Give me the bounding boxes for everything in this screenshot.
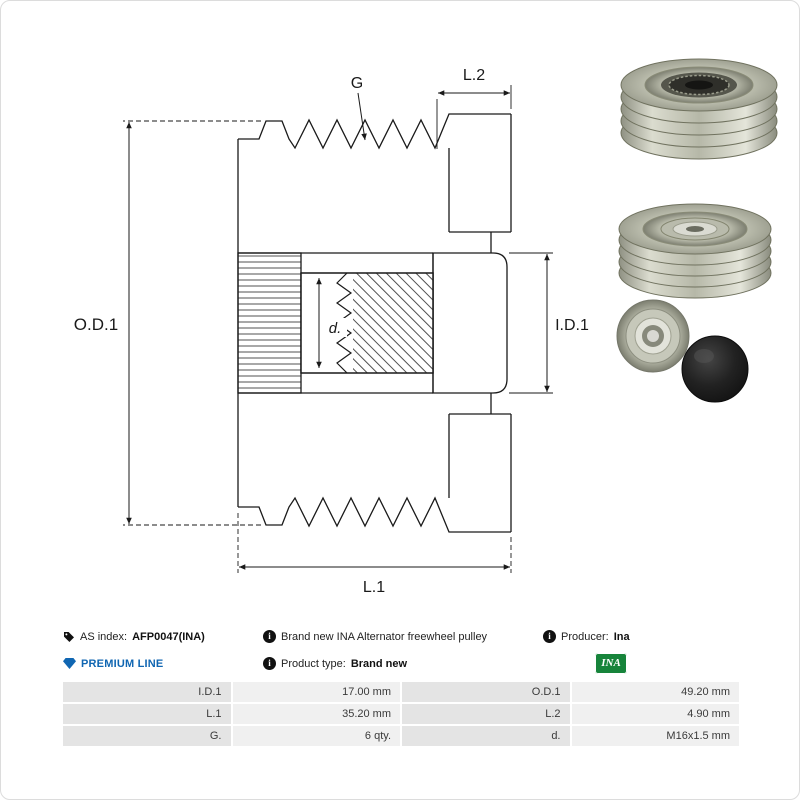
diamond-icon (63, 658, 76, 669)
as-index: AS index: AFP0047(INA) (63, 631, 263, 643)
pulley-cross-section (237, 113, 512, 533)
premium-line-item: PREMIUM LINE (63, 658, 263, 670)
ina-brand-logo: INA (595, 653, 627, 674)
producer-label: Producer: (561, 630, 609, 643)
product-description: Brand new INA Alternator freewheel pulle… (281, 630, 488, 643)
as-index-value: AFP0047(INA) (132, 630, 205, 643)
hub-section-hatched (237, 252, 302, 394)
spec-value-cell: 35.20 mm (232, 704, 400, 724)
spec-label-cell: O.D.1 (402, 682, 570, 702)
info-icon: i (543, 630, 556, 643)
dimension-label-d: d. (329, 320, 342, 337)
spec-table: I.D.1 17.00 mm O.D.1 49.20 mm L.1 35.20 … (63, 682, 739, 746)
spec-value-cell: 6 qty. (232, 726, 400, 746)
belt-groove-profile-bottom (238, 496, 511, 533)
product-type-value: Brand new (350, 657, 408, 670)
producer-item: i Producer: Ina (543, 630, 739, 643)
rubber-cap-photo (681, 335, 749, 403)
dimension-lines (123, 85, 553, 573)
spec-value-cell: 4.90 mm (571, 704, 739, 724)
producer-value: Ina (613, 630, 630, 643)
belt-groove-profile-top (238, 113, 511, 150)
tag-icon (64, 631, 74, 642)
premium-line-label: PREMIUM LINE (81, 657, 164, 670)
product-type-label: Product type: (281, 657, 346, 670)
spec-label-cell: L.1 (63, 704, 231, 724)
pulley-photo-angled (620, 58, 778, 160)
spec-label-cell: d. (402, 726, 570, 746)
dimension-label-l1: L.1 (363, 579, 385, 596)
info-row-2: PREMIUM LINE i Product type: Brand new I… (63, 650, 739, 677)
spec-value-cell: 17.00 mm (232, 682, 400, 702)
product-photos (616, 58, 778, 403)
spec-value-cell: M16x1.5 mm (571, 726, 739, 746)
shaft-end-cap (432, 252, 508, 394)
product-description-item: i Brand new INA Alternator freewheel pul… (263, 630, 543, 643)
spec-value-cell: 49.20 mm (571, 682, 739, 702)
threaded-bore-hatch (353, 273, 433, 373)
as-index-label: AS index: (80, 630, 128, 643)
spec-label-cell: I.D.1 (63, 682, 231, 702)
product-type-item: i Product type: Brand new (263, 657, 543, 670)
pulley-photo-face (616, 299, 690, 373)
technical-drawing: O.D.1 L.2 G d. I.D.1 L.1 (74, 58, 778, 596)
info-icon: i (263, 657, 276, 670)
info-row-1: AS index: AFP0047(INA) i Brand new INA A… (63, 623, 739, 650)
dimension-label-id1: I.D.1 (555, 317, 589, 334)
pulley-photo-front-angled (618, 203, 772, 299)
g-leader-line (357, 92, 367, 141)
product-info-panel: AS index: AFP0047(INA) i Brand new INA A… (63, 623, 739, 746)
spec-label-cell: G. (63, 726, 231, 746)
info-icon: i (263, 630, 276, 643)
dimension-label-l2: L.2 (463, 67, 485, 84)
brand-logo-item: INA (543, 653, 739, 674)
dimension-label-od1: O.D.1 (74, 315, 118, 334)
dimension-label-g: G (351, 75, 363, 92)
spec-label-cell: L.2 (402, 704, 570, 724)
